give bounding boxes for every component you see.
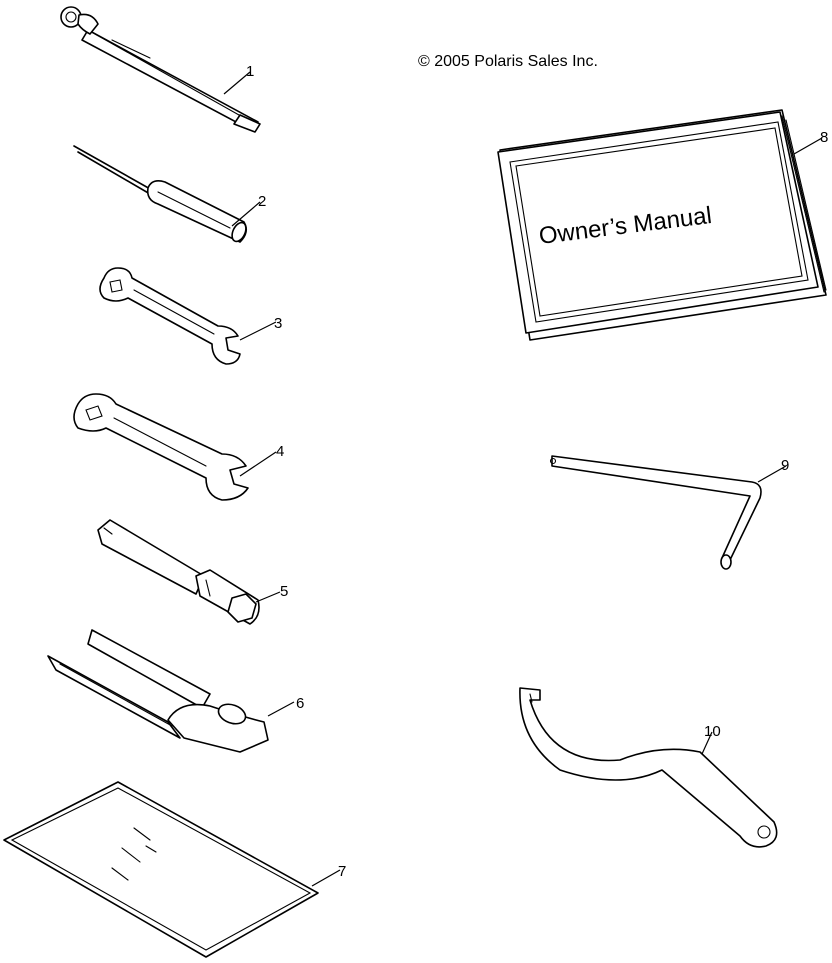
callout-2: 2 [258,193,266,210]
callout-7: 7 [338,863,346,880]
tool-holder-part [47,629,269,753]
spanner-wrench-part [519,687,778,848]
leader-lines [223,71,823,887]
tool-bag-part [3,781,319,958]
large-wrench-part [73,393,249,501]
small-wrench-part [99,267,241,365]
callout-9: 9 [781,457,789,474]
screwdriver-part [73,145,248,243]
spark-plug-socket-part [97,519,260,625]
tire-gauge-part [60,6,261,133]
callout-4: 4 [276,443,284,460]
callout-8: 8 [820,129,828,146]
copyright-text: © 2005 Polaris Sales Inc. [418,53,598,70]
callout-6: 6 [296,695,304,712]
allen-key-part [549,455,762,570]
callout-5: 5 [280,583,288,600]
owners-manual-part: Owner’s Manual [497,109,827,341]
callout-10: 10 [704,723,721,740]
callout-3: 3 [274,315,282,332]
callout-1: 1 [246,63,254,80]
